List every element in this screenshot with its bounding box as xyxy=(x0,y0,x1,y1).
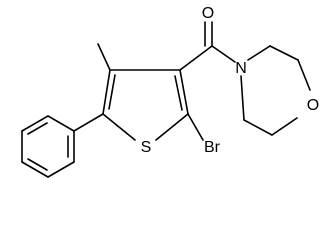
bond xyxy=(102,69,111,115)
bond xyxy=(21,115,49,132)
bond-carbonyl-nitrogen xyxy=(211,45,236,63)
atom-label-nitrogen: N xyxy=(235,60,247,77)
bond-phenyl-thiophene xyxy=(73,113,104,132)
bond xyxy=(243,119,273,136)
morpholine-ring xyxy=(240,45,311,136)
atom-label-sulfur: S xyxy=(141,139,152,156)
bond xyxy=(102,113,136,141)
bond xyxy=(297,59,311,91)
bond xyxy=(47,161,75,178)
atom-label-oxygen: O xyxy=(307,97,319,114)
atom-label-oxygen: O xyxy=(202,5,214,22)
thiophene-ring xyxy=(102,69,189,141)
phenyl-ring xyxy=(21,115,75,178)
bond xyxy=(271,117,298,136)
bond xyxy=(155,113,189,141)
bond xyxy=(269,45,299,61)
double-bond-inner xyxy=(27,122,48,135)
bond-thiophene-carbonyl xyxy=(179,45,213,71)
bond xyxy=(240,75,245,121)
bond xyxy=(21,161,49,178)
bond xyxy=(247,45,271,61)
double-bond-inner xyxy=(108,74,116,110)
bond-bromine xyxy=(187,113,204,141)
atom-label-bromine: Br xyxy=(204,139,221,156)
bond xyxy=(179,69,189,115)
bond-methyl xyxy=(97,43,111,71)
double-bond-inner xyxy=(27,158,48,171)
bond xyxy=(47,115,75,132)
chemical-structure: O S Br N O xyxy=(21,5,319,178)
double-bond-inner xyxy=(174,75,183,111)
